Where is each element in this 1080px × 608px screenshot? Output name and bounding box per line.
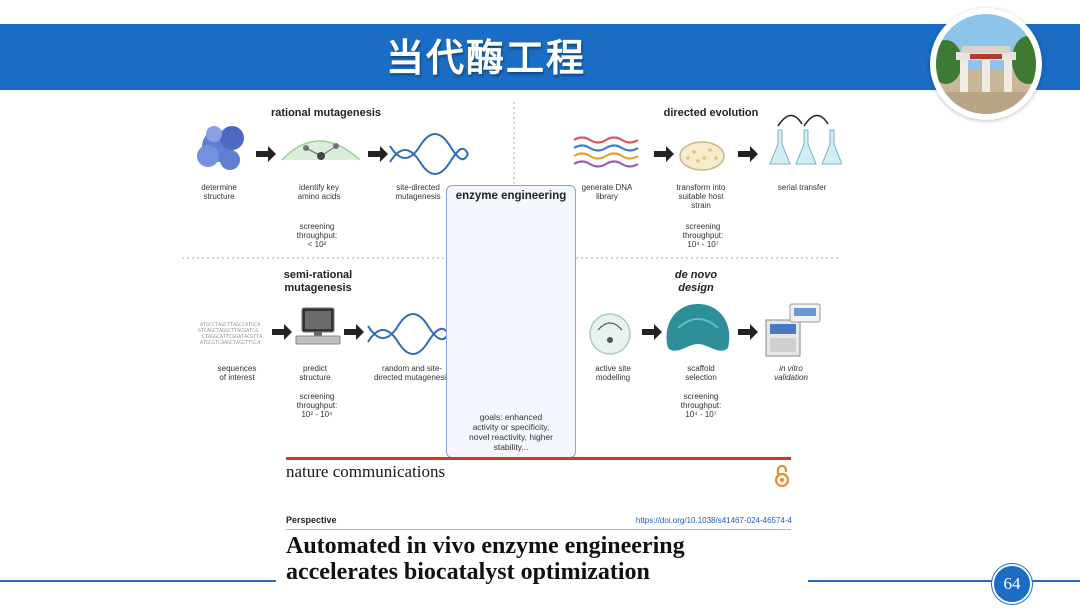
slide-title: 当代酶工程 (386, 30, 586, 86)
throughput-label: screening throughput: < 10² (282, 222, 352, 249)
step-label: active site modelling (578, 364, 648, 382)
step-label: serial transfer (764, 183, 840, 192)
arrow-icon (344, 324, 364, 340)
rational-mutagenesis-title: rational mutagenesis (246, 107, 406, 120)
svg-text:ATGCGTCAAGCTAGCTTGCA: ATGCGTCAAGCTAGCTTGCA (200, 340, 260, 346)
step-label: identify key amino acids (284, 183, 354, 201)
scaffold-icon (667, 304, 730, 351)
center-goals: goals: enhanced activity or specificity,… (453, 412, 569, 452)
computer-icon (296, 308, 340, 344)
arrow-icon (256, 146, 276, 162)
step-label: determine structure (184, 183, 254, 201)
dna-helix-icon (390, 134, 468, 174)
arrow-icon (738, 324, 758, 340)
arrow-icon (738, 146, 758, 162)
step-label: in vitro validation (756, 364, 826, 382)
de-novo-title: de novo design (664, 269, 728, 295)
throughput-label: screening throughput: 10⁴ - 10⁷ (668, 222, 738, 249)
footer-line-right (808, 580, 1080, 582)
footer-line-left (0, 580, 276, 582)
sequence-text-icon: ATGCCTAGCTTAGCCATGCA GTCAGCTAGGCTTACGATC… (198, 322, 262, 346)
doi-link[interactable]: https://doi.org/10.1038/s41467-024-46574… (590, 516, 792, 525)
step-label: scaffold selection (666, 364, 736, 382)
lab-instrument-icon (766, 304, 820, 356)
protein-structure-icon (197, 126, 244, 170)
paper-title: Automated in vivo enzyme engineering acc… (286, 533, 806, 585)
article-type: Perspective (286, 515, 337, 525)
open-access-icon (774, 464, 790, 488)
petri-dish-icon (680, 142, 724, 170)
flasks-icon (770, 115, 842, 164)
dna-helix-icon (368, 314, 448, 354)
step-label: sequences of interest (202, 364, 272, 382)
university-gate-photo (930, 8, 1042, 120)
enzyme-engineering-box: enzyme engineering goals: enhanced activ… (446, 185, 576, 458)
directed-evolution-title: directed evolution (636, 107, 786, 120)
arrow-icon (272, 324, 292, 340)
active-site-icon (590, 314, 630, 354)
arrow-icon (654, 146, 674, 162)
arrow-icon (642, 324, 662, 340)
throughput-label: screening throughput: 10⁴ - 10⁷ (666, 392, 736, 419)
dna-library-icon (574, 138, 638, 167)
throughput-label: screening throughput: 10² - 10⁴ (282, 392, 352, 419)
journal-name: nature communications (286, 462, 445, 482)
step-label: transform into suitable host strain (666, 183, 736, 210)
step-label: predict structure (280, 364, 350, 382)
journal-rule (286, 457, 791, 460)
page-number: 64 (992, 564, 1032, 604)
semi-rational-title: semi-rational mutagenesis (270, 269, 366, 295)
center-title: enzyme engineering (447, 190, 575, 202)
arrow-icon (368, 146, 388, 162)
divider (286, 529, 791, 530)
amino-acid-pocket-icon (282, 141, 360, 160)
step-label: generate DNA library (572, 183, 642, 201)
enzyme-engineering-figure: ATGCCTAGCTTAGCCATGCA GTCAGCTAGGCTTACGATC… (178, 98, 842, 436)
